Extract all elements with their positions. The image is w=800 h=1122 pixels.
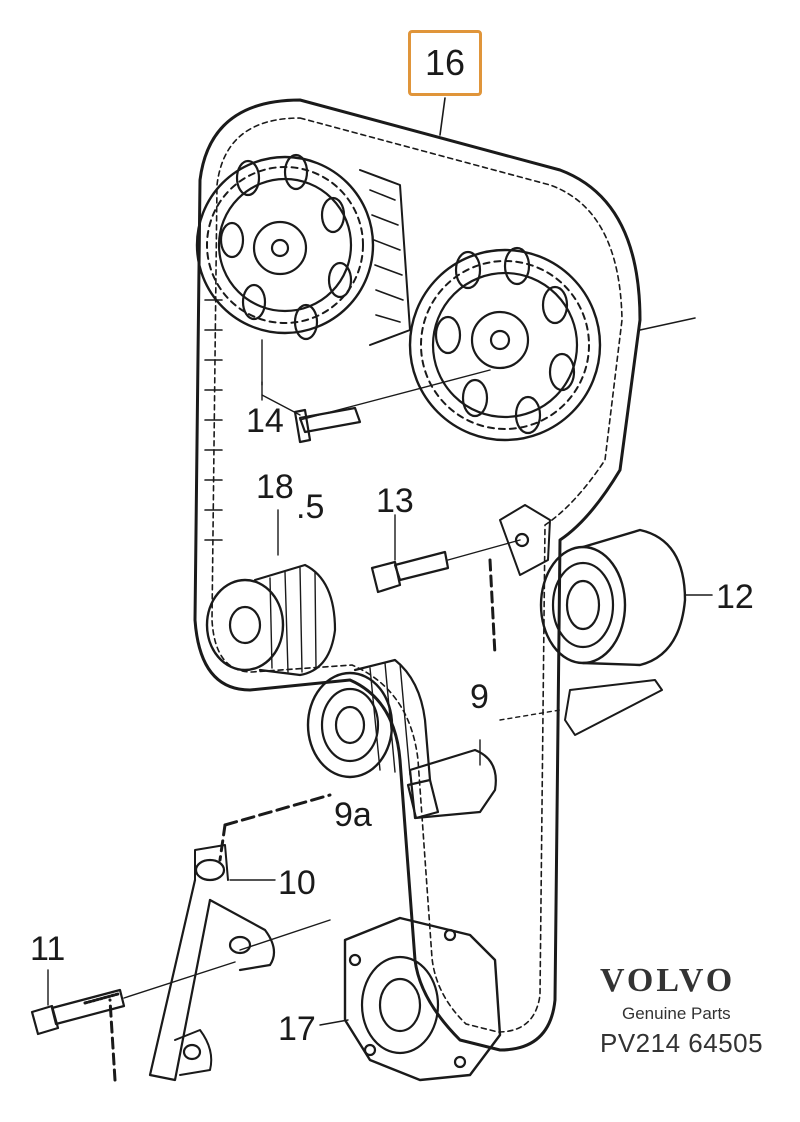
- callout-9-label: 9: [470, 678, 489, 716]
- genuine-parts-text: Genuine Parts: [622, 1004, 731, 1023]
- tensioner-arm: [108, 844, 331, 1082]
- idler-tensioner: [218, 658, 561, 862]
- brand-block: VOLVO Genuine Parts PV214 64505: [600, 962, 790, 1059]
- right-camshaft-gear: [408, 246, 602, 442]
- callout-9a-label: 9a: [334, 796, 372, 834]
- callout-14-label: 14: [246, 402, 284, 440]
- callout-10-label: 10: [278, 864, 316, 902]
- callout-13-label: 13: [376, 482, 414, 520]
- highlighted-callout-box[interactable]: 16: [408, 30, 482, 96]
- part-number-text: PV214 64505: [600, 1028, 764, 1058]
- callout-11-label: 11: [30, 930, 66, 968]
- callout-5-label: .5: [296, 488, 325, 526]
- intermediate-pulley: [205, 509, 337, 677]
- callout-16-label: 16: [424, 42, 466, 83]
- stud-bolt: [370, 514, 521, 594]
- crankshaft-pulley: [319, 916, 502, 1082]
- long-bolt: [30, 961, 236, 1036]
- timing-belt: [193, 97, 696, 1052]
- volvo-logo: VOLVO: [600, 962, 736, 999]
- gear-bolt: [261, 339, 491, 444]
- left-camshaft-gear: [195, 153, 411, 346]
- callout-12-label: 12: [716, 578, 754, 616]
- tensioner-bracket: [488, 504, 551, 657]
- tensioner-roller: [539, 528, 713, 736]
- callout-18-label: 18: [256, 468, 294, 506]
- callout-17-label: 17: [278, 1010, 316, 1048]
